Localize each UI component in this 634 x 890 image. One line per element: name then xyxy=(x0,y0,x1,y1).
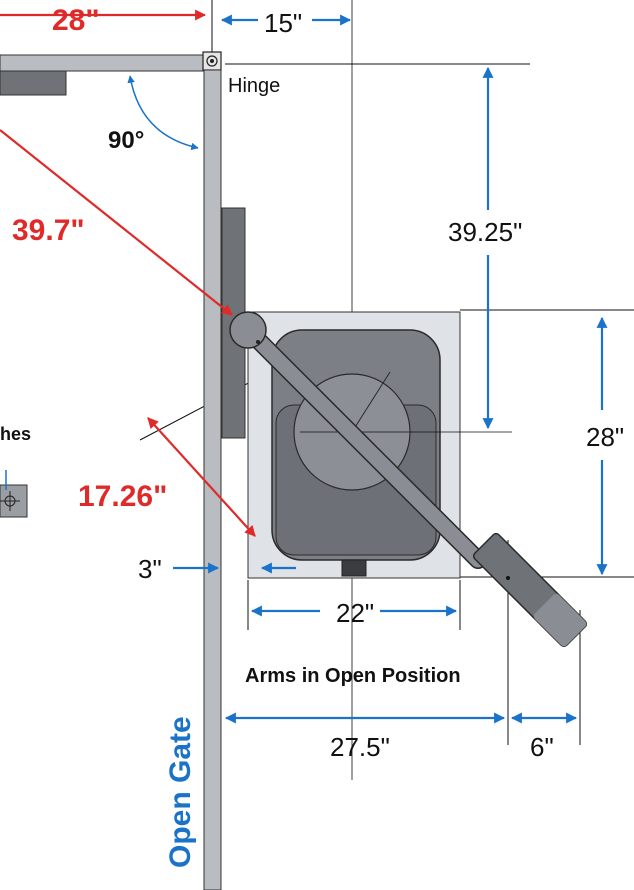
open-gate-bar xyxy=(203,69,246,890)
top-offset-label: 15" xyxy=(264,8,302,38)
depth-label: 39.25" xyxy=(448,217,522,247)
gap-label: 3" xyxy=(138,554,162,584)
gate-title: Open Gate xyxy=(164,716,197,868)
top-gate-bar xyxy=(0,54,206,96)
angle-label: 90° xyxy=(108,127,144,154)
hinge-icon xyxy=(202,51,222,71)
angle-arc xyxy=(127,75,199,151)
height-label: 28" xyxy=(586,422,624,452)
hinge-label: Hinge xyxy=(228,75,280,97)
diagonal-label: 39.7" xyxy=(12,214,85,247)
blue-dimensions xyxy=(173,14,608,724)
red-dimensions xyxy=(0,9,256,537)
cutoff-bracket xyxy=(0,470,28,518)
base-width-label: 22" xyxy=(336,598,374,628)
caption-label: Arms in Open Position xyxy=(245,665,461,687)
top-width-label: 28" xyxy=(52,4,100,37)
cutoff-label: hes xyxy=(0,424,31,444)
extra-label: 6" xyxy=(530,732,554,762)
arm-diag-label: 17.26" xyxy=(78,480,167,513)
total-width-label: 27.5" xyxy=(330,732,390,762)
operator-arm xyxy=(229,311,588,648)
